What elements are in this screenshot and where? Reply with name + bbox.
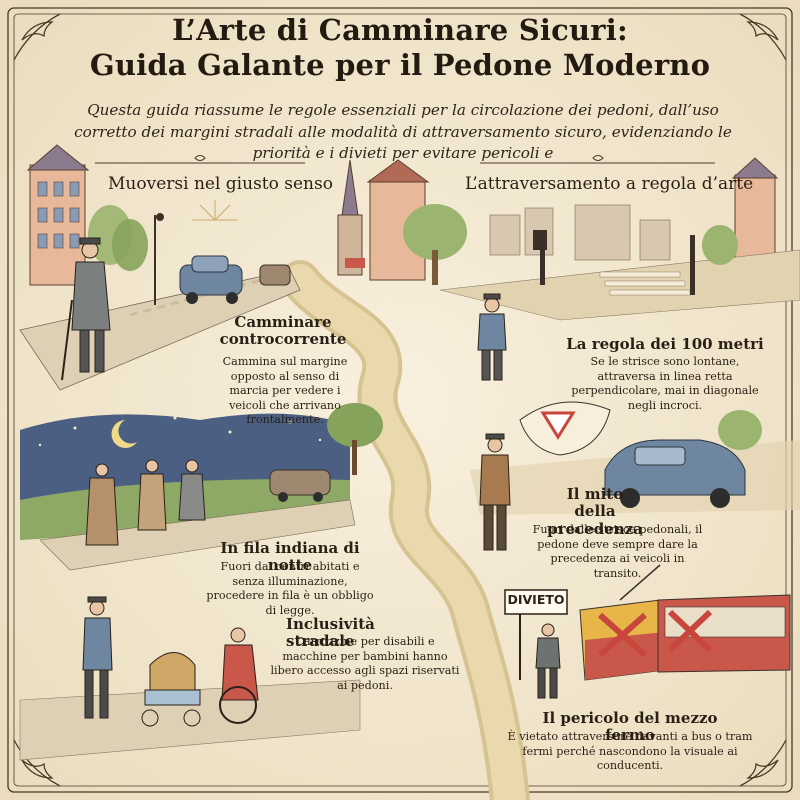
scene-inclusivita xyxy=(19,596,361,761)
intro-text: Questa guida riassume le regole essenzia… xyxy=(74,101,732,163)
controcorrente-title-line-2: controcorrente xyxy=(219,330,347,349)
title-line-2: Guida Galante per il Pedone Moderno xyxy=(89,48,711,82)
mezzo-fermo-title: Il pericolo del mezzo fermo xyxy=(542,709,718,745)
precedenza-body: Fuori dalle strisce pedonali, il pedone … xyxy=(532,523,703,580)
precedenza-title-line-1: Il mito xyxy=(566,485,624,503)
scene-mezzo-fermo xyxy=(504,564,791,699)
mezzo-fermo-body: È vietato attraversare davanti a bus o t… xyxy=(507,730,753,773)
inclusivita-title: Inclusività stradale xyxy=(286,615,375,651)
controcorrente-title-line-1: Camminare xyxy=(234,313,332,331)
cento-metri-title: La regola dei 100 metri xyxy=(566,335,764,353)
inclusivita-body: Carrozzine per disabili e macchine per b… xyxy=(270,635,460,692)
ornamental-frame xyxy=(7,7,793,793)
cento-metri-body: Se le strisce sono lontane, attraversa i… xyxy=(571,355,759,412)
precedenza-title-line-2: della precedenza xyxy=(547,502,643,538)
fila-indiana-body: Fuori dai centri abitati e senza illumin… xyxy=(206,560,374,617)
scene-cento-metri xyxy=(337,157,800,381)
scene-precedenza xyxy=(470,401,800,551)
precedenza-title: Il mito della precedenza xyxy=(525,485,665,538)
right-section-heading: L’attraversamento a regola d’arte xyxy=(465,174,754,194)
scene-fila-indiana xyxy=(20,403,383,571)
scene-controcorrente xyxy=(19,144,301,391)
divieto-sign-label: DIVIETO xyxy=(507,592,565,607)
title-line-1: L’Arte di Camminare Sicuri: xyxy=(172,13,628,47)
controcorrente-body: Cammina sul margine opposto al senso di … xyxy=(222,355,348,427)
left-section-heading: Muoversi nel giusto senso xyxy=(108,174,333,194)
controcorrente-title: Camminare controcorrente xyxy=(218,313,348,349)
fila-indiana-title: In fila indiana di notte xyxy=(220,539,360,575)
